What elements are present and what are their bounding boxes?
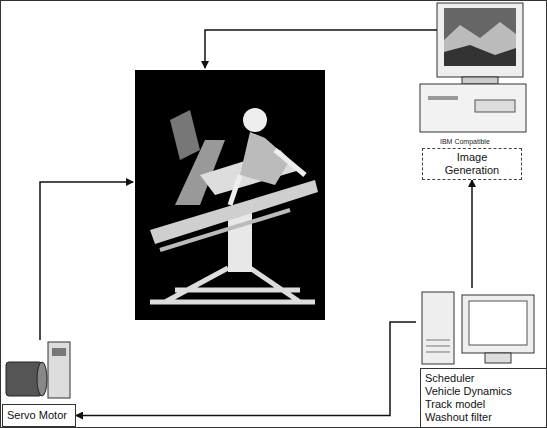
node-text: Vehicle Dynamics	[425, 385, 542, 398]
node-text: Track model	[425, 398, 542, 411]
connector-arrow	[471, 180, 473, 288]
simulator-picture	[135, 70, 325, 320]
motion-arrow	[40, 182, 133, 340]
computer-node: SchedulerVehicle DynamicsTrack modelWash…	[416, 288, 547, 428]
component-box: Servo Motor	[2, 404, 76, 427]
node-text: Image Generation	[436, 151, 508, 177]
node-text: Scheduler	[425, 372, 542, 385]
device-label: IBM Compatible	[440, 138, 490, 146]
node-text: Servo Motor	[7, 409, 67, 422]
text-panel: SchedulerVehicle DynamicsTrack modelWash…	[420, 368, 547, 428]
node-text: Washout filter	[425, 411, 542, 424]
video-arrow	[205, 30, 437, 68]
image-generation-computer	[420, 3, 526, 132]
connector-arrow	[76, 322, 416, 416]
process-box: Image Generation	[422, 148, 522, 180]
servo-motor-picture	[6, 342, 70, 398]
scheduler-computer	[422, 292, 534, 364]
